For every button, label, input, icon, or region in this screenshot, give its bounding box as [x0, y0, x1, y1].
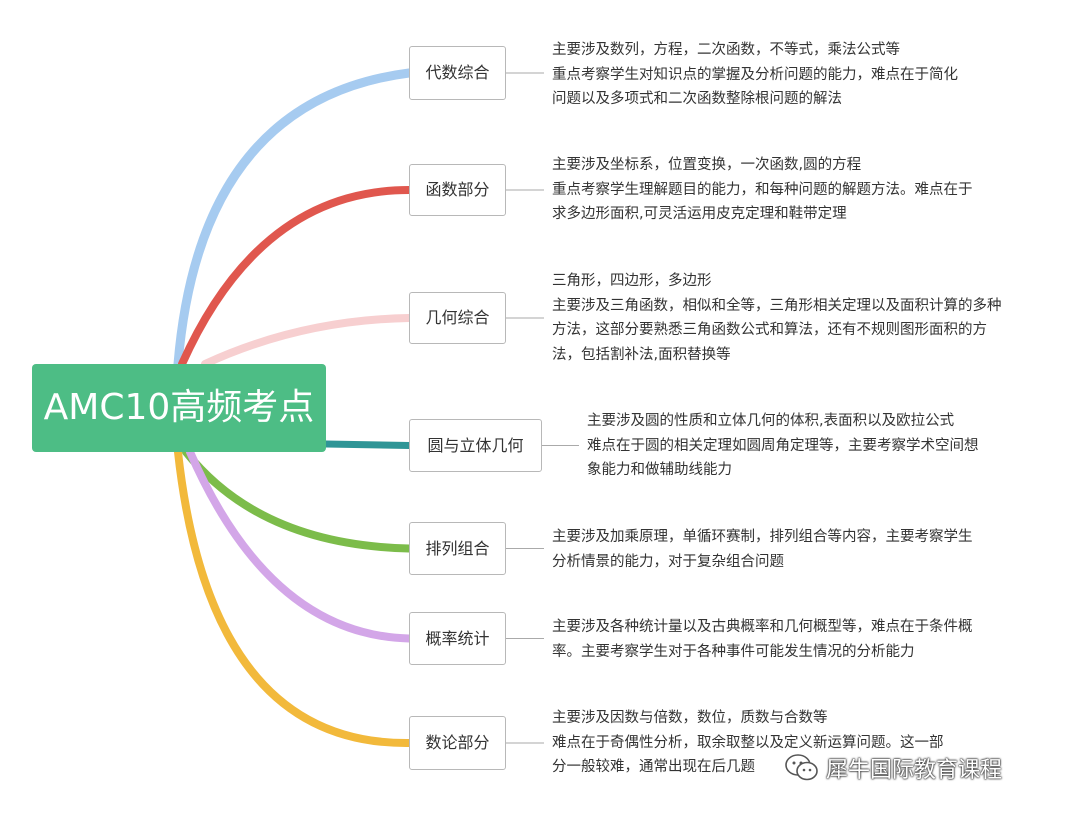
branch-3 — [201, 314, 413, 368]
description-line: 法，包括割补法,面积替换等 — [552, 346, 731, 363]
description-line: 分一般较难，通常出现在后几题 — [552, 759, 755, 775]
description-line: 主要涉及因数与倍数，数位，质数与合数等 — [552, 710, 828, 726]
topic-description: 主要涉及加乘原理，单循环赛制，排列组合等内容，主要考察学生分析情景的能力，对于复… — [552, 525, 973, 574]
description-line: 三角形，四边形，多边形 — [552, 273, 712, 289]
description-line: 主要涉及三角函数，相似和全等，三角形相关定理以及面积计算的多种 — [552, 297, 1002, 314]
topic-description: 主要涉及因数与倍数，数位，质数与合数等难点在于奇偶性分析，取余取整以及定义新运算… — [552, 706, 944, 780]
watermark-text: 犀牛国际教育课程 — [826, 758, 1003, 783]
wechat-icon — [785, 754, 818, 781]
description-line: 主要涉及各种统计量以及古典概率和几何概型等，难点在于条件概 — [552, 619, 973, 635]
description-line: 分析情景的能力，对于复杂组合问题 — [552, 553, 784, 570]
description-line: 求多边形面积,可灵活运用皮克定理和鞋带定理 — [552, 206, 847, 222]
branch-7 — [174, 448, 413, 748]
description-line: 难点在于奇偶性分析，取余取整以及定义新运算问题。这一部 — [552, 734, 944, 751]
topic-description: 主要涉及数列，方程，二次函数，不等式，乘法公式等重点考察学生对知识点的掌握及分析… — [552, 38, 958, 112]
topic-node[interactable]: 代数综合 — [409, 46, 506, 100]
description-line: 象能力和做辅助线能力 — [587, 462, 732, 478]
topic-node[interactable]: 函数部分 — [409, 164, 506, 216]
watermark: 犀牛国际教育课程 — [784, 752, 1002, 784]
topic-description: 三角形，四边形，多边形主要涉及三角函数，相似和全等，三角形相关定理以及面积计算的… — [552, 269, 1002, 367]
topic-description: 主要涉及坐标系，位置变换，一次函数,圆的方程 重点考察学生理解题目的能力，和每种… — [552, 153, 973, 227]
description-line: 重点考察学生理解题目的能力，和每种问题的解题方法。难点在于 — [552, 181, 973, 198]
description-line: 主要涉及圆的性质和立体几何的体积,表面积以及欧拉公式 — [587, 413, 955, 429]
topic-description: 主要涉及圆的性质和立体几何的体积,表面积以及欧拉公式难点在于圆的相关定理如圆周角… — [587, 409, 979, 483]
description-line: 难点在于圆的相关定理如圆周角定理等，主要考察学术空间想 — [587, 437, 979, 454]
topic-description: 主要涉及各种统计量以及古典概率和几何概型等，难点在于条件概率。主要考察学生对于各… — [552, 615, 973, 664]
branch-5 — [182, 448, 413, 553]
description-line: 重点考察学生对知识点的掌握及分析问题的能力，难点在于简化 — [552, 66, 958, 83]
description-line: 主要涉及加乘原理，单循环赛制，排列组合等内容，主要考察学生 — [552, 529, 973, 545]
topic-node[interactable]: 圆与立体几何 — [409, 419, 542, 472]
branch-1 — [173, 68, 414, 369]
description-line: 方法，这部分要熟悉三角函数公式和算法，还有不规则图形面积的方 — [552, 322, 987, 338]
branch-2 — [178, 186, 413, 368]
description-line: 问题以及多项式和二次函数整除根问题的解法 — [552, 91, 842, 107]
topic-node[interactable]: 排列组合 — [409, 522, 506, 575]
description-line: 率。主要考察学生对于各种事件可能发生情况的分析能力 — [552, 643, 915, 660]
topic-node[interactable]: 几何综合 — [409, 292, 506, 344]
topic-node[interactable]: 数论部分 — [409, 716, 506, 770]
branch-6 — [186, 448, 413, 643]
root-node[interactable]: AMC10高频考点 — [32, 364, 326, 452]
description-line: 主要涉及数列，方程，二次函数，不等式，乘法公式等 — [552, 42, 900, 58]
topic-node[interactable]: 概率统计 — [409, 612, 506, 665]
branch-4 — [322, 440, 413, 449]
description-line: 主要涉及坐标系，位置变换，一次函数,圆的方程 — [552, 157, 862, 173]
